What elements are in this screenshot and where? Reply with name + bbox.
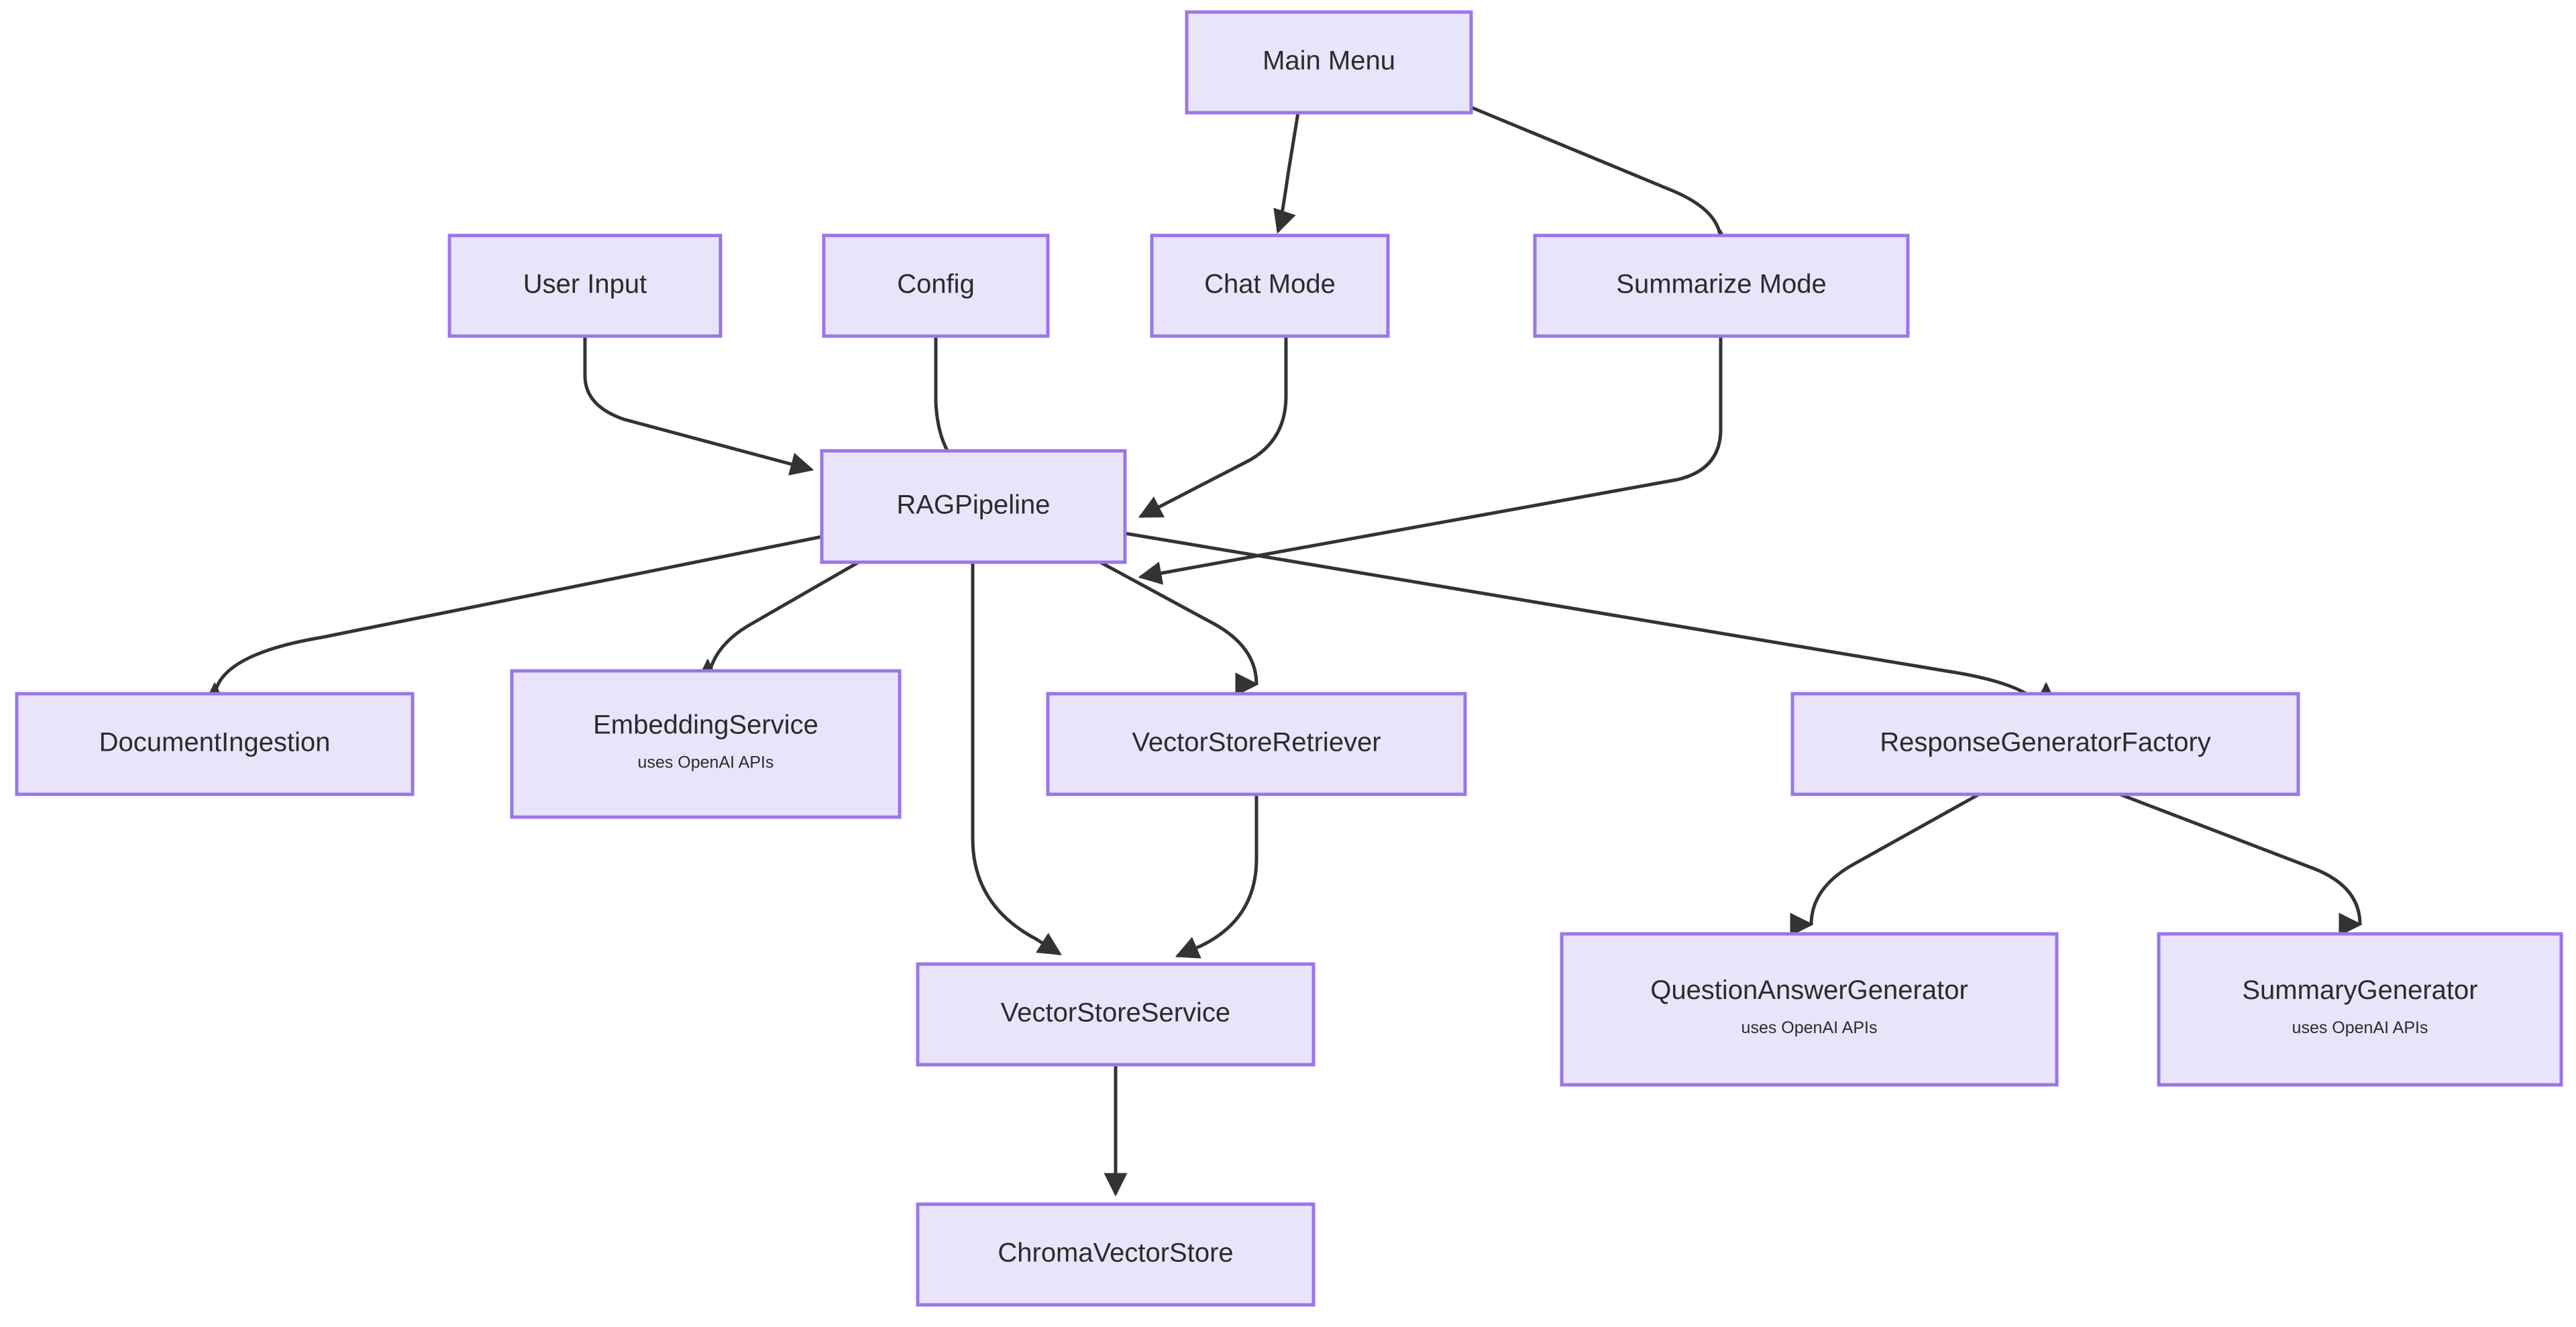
node-box-vs_service[interactable] xyxy=(916,962,1316,1067)
node-rag_pipeline[interactable]: RAGPipeline xyxy=(820,449,1127,564)
node-config[interactable]: Config xyxy=(822,233,1050,338)
node-chat_mode[interactable]: Chat Mode xyxy=(1150,233,1390,338)
node-box-chroma_store[interactable] xyxy=(916,1202,1316,1307)
node-main_menu[interactable]: Main Menu xyxy=(1185,10,1473,115)
node-label-chroma_store: ChromaVectorStore xyxy=(998,1238,1233,1268)
node-resp_gen_factory[interactable]: ResponseGeneratorFactory xyxy=(1790,692,2300,796)
edge-rag_pipeline-to-document_ingest xyxy=(203,535,822,706)
node-label-rag_pipeline: RAGPipeline xyxy=(896,490,1050,520)
node-qa_generator[interactable]: QuestionAnswerGenerator uses OpenAI APIs xyxy=(1560,932,2059,1087)
node-vs_service[interactable]: VectorStoreService xyxy=(916,962,1316,1067)
node-summary_gen[interactable]: SummaryGenerator uses OpenAI APIs xyxy=(2157,932,2563,1087)
edge-rag_pipeline-to-embedding_svc xyxy=(696,560,860,685)
node-sublabel-embedding_svc: uses OpenAI APIs xyxy=(638,753,774,772)
edge-rag_pipeline-to-vs_retriever xyxy=(1099,560,1269,687)
node-box-qa_generator[interactable] xyxy=(1560,932,2059,1087)
node-box-user_input[interactable] xyxy=(447,233,722,338)
edge-vs_retriever-to-vs_service xyxy=(1175,794,1258,959)
edges-layer xyxy=(203,105,2372,1197)
node-label-config: Config xyxy=(897,270,975,299)
node-label-embedding_svc: EmbeddingService xyxy=(593,710,818,740)
node-document_ingest[interactable]: DocumentIngestion xyxy=(15,692,415,796)
node-label-user_input: User Input xyxy=(523,270,647,299)
node-embedding_svc[interactable]: EmbeddingService uses OpenAI APIs xyxy=(510,669,902,819)
edge-resp_gen_factory-to-summary_gen xyxy=(2119,792,2372,927)
edge-summarize_mode-to-rag_pipeline xyxy=(1138,336,1723,585)
node-label-summary_gen: SummaryGenerator xyxy=(2242,975,2477,1005)
node-box-config[interactable] xyxy=(822,233,1050,338)
node-box-chat_mode[interactable] xyxy=(1150,233,1390,338)
node-label-qa_generator: QuestionAnswerGenerator xyxy=(1650,975,1968,1005)
node-box-summarize_mode[interactable] xyxy=(1533,233,1910,338)
node-summarize_mode[interactable]: Summarize Mode xyxy=(1533,233,1910,338)
node-box-embedding_svc[interactable] xyxy=(510,669,902,819)
node-label-document_ingest: DocumentIngestion xyxy=(99,728,331,757)
edge-resp_gen_factory-to-qa_generator xyxy=(1799,792,1980,927)
node-box-main_menu[interactable] xyxy=(1185,10,1473,115)
node-sublabel-summary_gen: uses OpenAI APIs xyxy=(2292,1018,2428,1037)
node-label-summarize_mode: Summarize Mode xyxy=(1616,270,1826,299)
node-box-rag_pipeline[interactable] xyxy=(820,449,1127,564)
edge-rag_pipeline-to-vs_service xyxy=(971,562,1062,956)
edge-rag_pipeline-to-resp_gen_factory xyxy=(1124,531,2058,719)
edge-user_input-to-rag_pipeline xyxy=(583,336,814,476)
node-box-summary_gen[interactable] xyxy=(2157,932,2563,1087)
edge-main_menu-to-chat_mode xyxy=(1273,112,1300,234)
node-sublabel-qa_generator: uses OpenAI APIs xyxy=(1741,1018,1878,1037)
node-label-chat_mode: Chat Mode xyxy=(1204,270,1336,299)
node-box-vs_retriever[interactable] xyxy=(1046,692,1467,796)
edge-chat_mode-to-rag_pipeline xyxy=(1138,336,1288,519)
node-label-vs_service: VectorStoreService xyxy=(1001,998,1230,1028)
node-label-main_menu: Main Menu xyxy=(1263,46,1395,76)
node-vs_retriever[interactable]: VectorStoreRetriever xyxy=(1046,692,1467,796)
edge-main_menu-to-summarize_mode xyxy=(1470,105,1733,253)
node-box-resp_gen_factory[interactable] xyxy=(1790,692,2300,796)
node-label-resp_gen_factory: ResponseGeneratorFactory xyxy=(1880,728,2211,757)
node-box-document_ingest[interactable] xyxy=(15,692,415,796)
node-chroma_store[interactable]: ChromaVectorStore xyxy=(916,1202,1316,1307)
node-user_input[interactable]: User Input xyxy=(447,233,722,338)
node-label-vs_retriever: VectorStoreRetriever xyxy=(1132,728,1381,757)
